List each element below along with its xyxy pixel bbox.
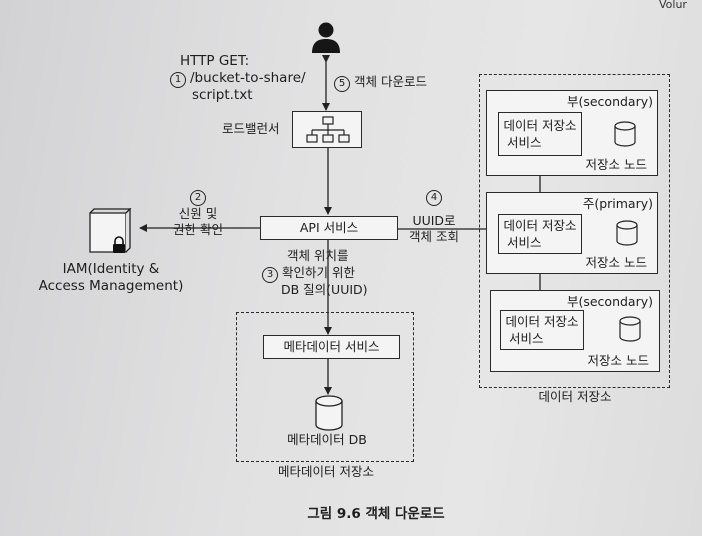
load-balancer-label: 로드밸런서: [222, 121, 280, 136]
auth-label-line2: 권한 확인: [173, 222, 223, 237]
disk-icon-2: [615, 220, 639, 246]
data-store-container: [479, 74, 670, 388]
load-balancer-box: [292, 111, 362, 148]
database-icon: [314, 395, 344, 431]
step-badge-4: 4: [426, 190, 442, 206]
request-label-line2: 1/bucket-to-share/: [170, 70, 306, 88]
metadata-db-label: 메타데이터 DB: [287, 432, 367, 447]
node-role: 주(primary): [582, 196, 653, 211]
node-label: 저장소 노드: [585, 157, 647, 172]
data-service-box-1: 데이터 저장소 서비스: [498, 112, 582, 156]
iam-label-line2: Access Management): [38, 278, 184, 294]
request-path: /bucket-to-share/: [190, 70, 306, 86]
auth-step-num: 2: [168, 188, 228, 206]
iam-label-line1: IAM(Identity &: [62, 261, 160, 277]
step-badge-3: 3: [262, 267, 278, 283]
request-label-line3: script.txt: [192, 87, 253, 103]
disk-icon-1: [613, 121, 637, 147]
iam-icon: [86, 207, 132, 258]
query-label-text: 확인하기 위한: [282, 265, 355, 280]
data-store-label: 데이터 저장소: [538, 389, 612, 404]
service-line2: 서비스: [509, 331, 544, 346]
request-label-line1: HTTP GET:: [180, 53, 250, 69]
metadata-service-box: 메타데이터 서비스: [263, 335, 400, 359]
service-line1: 데이터 저장소: [505, 314, 579, 329]
download-label: 5 객체 다운로드: [334, 74, 427, 92]
service-line1: 데이터 저장소: [503, 218, 577, 233]
data-service-box-2: 데이터 저장소 서비스: [498, 214, 582, 254]
node-label: 저장소 노드: [585, 255, 647, 270]
api-service-box: API 서비스: [260, 216, 398, 240]
auth-label-line1: 신원 및: [178, 206, 218, 221]
step-badge-2: 2: [190, 190, 206, 206]
data-service-box-3: 데이터 저장소 서비스: [500, 310, 584, 350]
figure-caption: 그림 9.6 객체 다운로드: [307, 506, 445, 522]
service-line1: 데이터 저장소: [503, 118, 577, 133]
service-line2: 서비스: [507, 235, 542, 250]
lookup-step-num: 4: [414, 188, 454, 206]
download-text: 객체 다운로드: [354, 74, 427, 89]
lookup-label-line2: 객체 조회: [409, 229, 459, 244]
query-label-line3: DB 질의(UUID): [281, 282, 368, 297]
lock-icon: [113, 236, 125, 253]
metadata-service-label: 메타데이터 서비스: [283, 339, 380, 354]
metadata-store-label: 메타데이터 저장소: [278, 464, 374, 479]
api-service-label: API 서비스: [299, 220, 359, 235]
disk-icon-3: [618, 316, 642, 342]
hierarchy-icon: [306, 116, 350, 143]
query-label-line2: 3 확인하기 위한: [262, 265, 355, 283]
service-line2: 서비스: [507, 135, 542, 150]
step-badge-1: 1: [170, 72, 186, 88]
node-role: 부(secondary): [566, 294, 653, 309]
corner-text: Volur: [659, 0, 687, 11]
user-icon: [309, 20, 343, 54]
lookup-label-line1: UUID로: [412, 213, 456, 228]
step-badge-5: 5: [334, 76, 350, 92]
query-label-line1: 객체 위치를: [287, 248, 349, 263]
node-label: 저장소 노드: [587, 353, 649, 368]
node-role: 부(secondary): [566, 94, 653, 109]
metadata-store-container: [236, 312, 414, 462]
